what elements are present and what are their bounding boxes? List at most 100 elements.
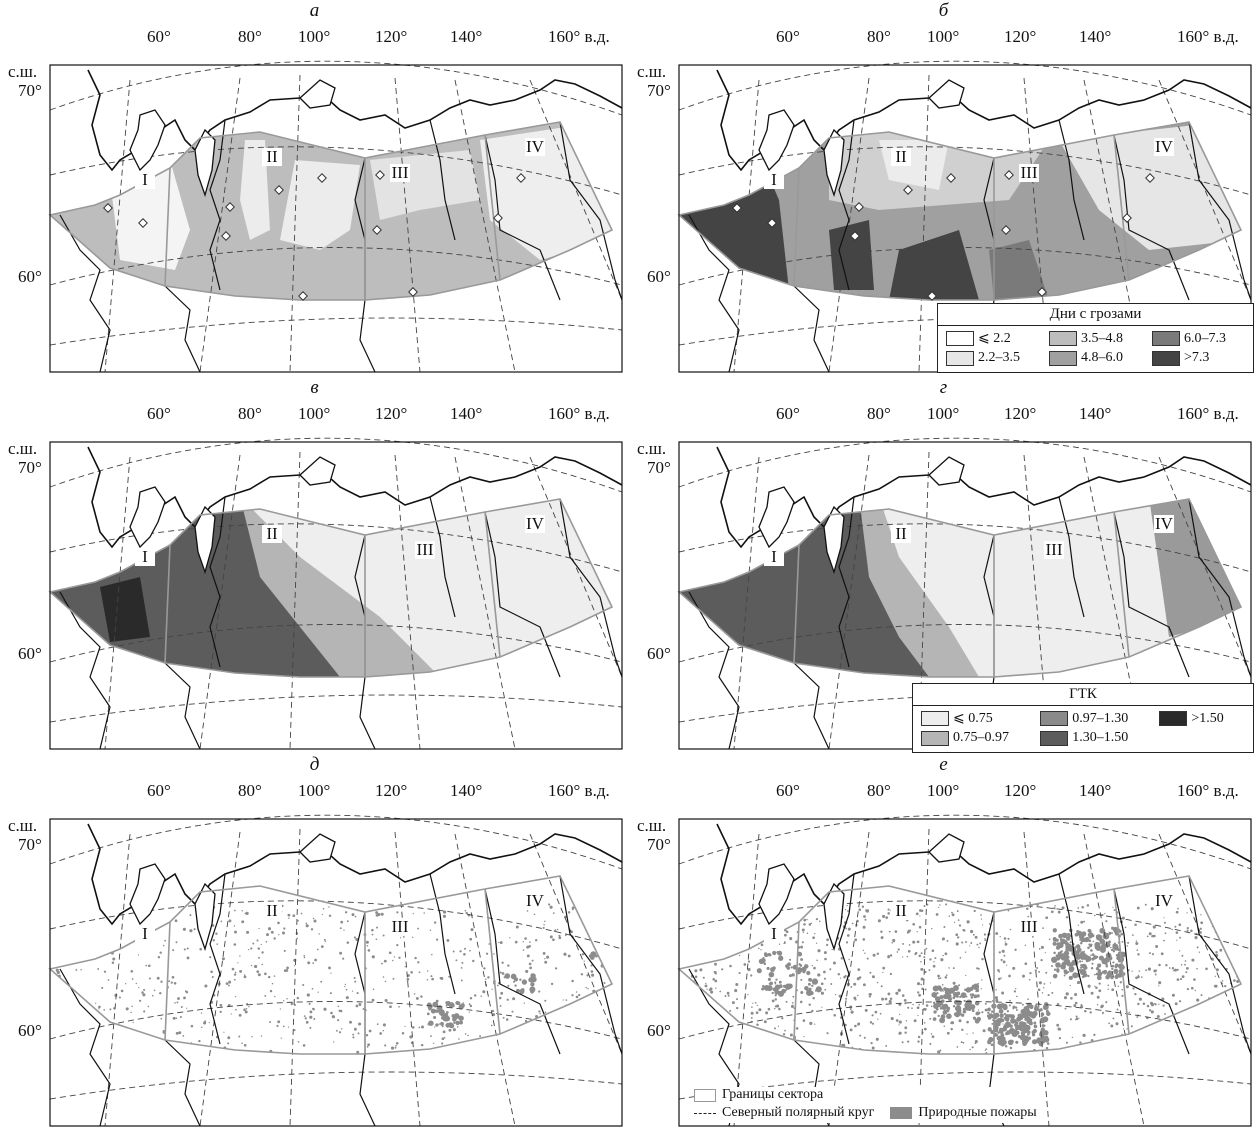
wildfire-point [251,1035,253,1038]
wildfire-point [788,974,793,978]
wildfire-cluster-point [817,973,821,977]
wildfire-cluster-point [808,977,813,982]
wildfire-point [966,1020,969,1024]
wildfire-point [939,904,941,906]
wildfire-cluster-point [778,990,784,997]
wildfire-point [247,948,250,951]
legend-swatch [1049,350,1077,366]
wildfire-point [349,1020,352,1024]
wildfire-cluster-point [1068,975,1073,981]
station-marker [516,173,526,183]
wildfire-point [293,1029,296,1032]
wildfire-point [944,976,948,979]
wildfire-point [955,933,959,937]
wildfire-point [872,953,876,957]
wildfire-point [755,1011,759,1015]
wildfire-point [903,999,907,1002]
wildfire-cluster-point [987,1027,992,1032]
wildfire-point [553,930,556,933]
wildfire-point [1186,929,1189,932]
wildfire-point [712,978,715,981]
wildfire-point [303,956,306,959]
sector-label-IV: IV [1155,891,1174,910]
wildfire-point [959,957,962,959]
wildfire-point [864,952,866,954]
wildfire-point [549,905,553,909]
wildfire-point [1007,937,1010,940]
wildfire-cluster-point [1095,972,1099,976]
wildfire-point [983,933,986,936]
wildfire-point [724,995,727,997]
parallel [678,523,1252,573]
wildfire-point [175,941,178,944]
sector-label-II: II [266,524,278,543]
meridian [394,454,421,750]
wildfire-cluster-point [1088,935,1093,939]
wildfire-point [542,926,545,929]
wildfire-point [234,909,236,912]
wildfire-point [869,1021,873,1024]
wildfire-point [296,937,298,940]
wildfire-cluster-point [440,1021,444,1026]
wildfire-point [1075,1017,1079,1021]
wildfire-point [935,913,939,916]
sector-label-bg [764,548,784,566]
wildfire-point [845,997,848,1000]
wildfire-cluster-point [1000,1036,1006,1042]
wildfire-point [152,994,154,997]
wildfire-point [261,963,264,966]
map-frame [49,64,623,373]
wildfire-point [404,1025,406,1028]
station-marker [138,218,148,228]
wildfire-point [131,1005,133,1008]
wildfire-cluster-point [455,1000,460,1005]
wildfire-point [865,909,868,912]
meridian [733,456,760,750]
landmass [758,109,795,172]
wildfire-point [1015,1009,1018,1011]
wildfire-point [918,954,921,958]
panel-label: д [309,754,320,775]
basemap [50,819,622,1126]
wildfire-point [1105,965,1109,968]
station-marker [1004,170,1014,180]
wildfire-cluster-point [996,1035,1002,1041]
wildfire-point [778,1007,781,1011]
wildfire-point [435,999,439,1003]
legend-item: 1.30–1.50 [1040,730,1149,746]
legend-item: ⩽ 0.75 [921,710,1030,727]
wildfire-point [845,927,847,930]
wildfire-cluster-point [1108,940,1111,944]
wildfire-point [1090,954,1092,956]
admin-border [1188,121,1252,301]
wildfire-point [902,942,905,945]
wildfire-point [465,911,468,915]
wildfire-point [908,944,911,946]
wildfire-point [171,975,175,979]
panel-label: е [939,754,948,775]
wildfire-point [825,943,829,947]
station-marker [408,287,418,297]
wildfire-point [98,1008,100,1010]
admin-border [209,119,226,291]
latitude-unit-label: с.ш. [8,62,38,81]
wildfire-point [862,949,865,952]
wildfire-point [310,928,314,931]
wildfire-point [287,1026,290,1028]
wildfire-cluster-point [1098,955,1104,961]
wildfire-point [849,1028,853,1032]
wildfire-point [979,942,982,945]
wildfire-point [987,1011,990,1015]
wildfire-cluster-point [952,1004,956,1008]
wildfire-point [1125,985,1129,989]
wildfire-cluster-point [1018,1021,1025,1027]
wildfire-point [1160,952,1164,956]
wildfire-point [546,955,550,959]
wildfire-point [371,933,374,936]
wildfire-cluster-point [999,1009,1004,1013]
wildfire-point [963,929,966,932]
admin-border [1188,875,1252,1055]
wildfire-point [889,972,893,976]
wildfire-point [371,955,375,959]
wildfire-point [267,927,272,931]
